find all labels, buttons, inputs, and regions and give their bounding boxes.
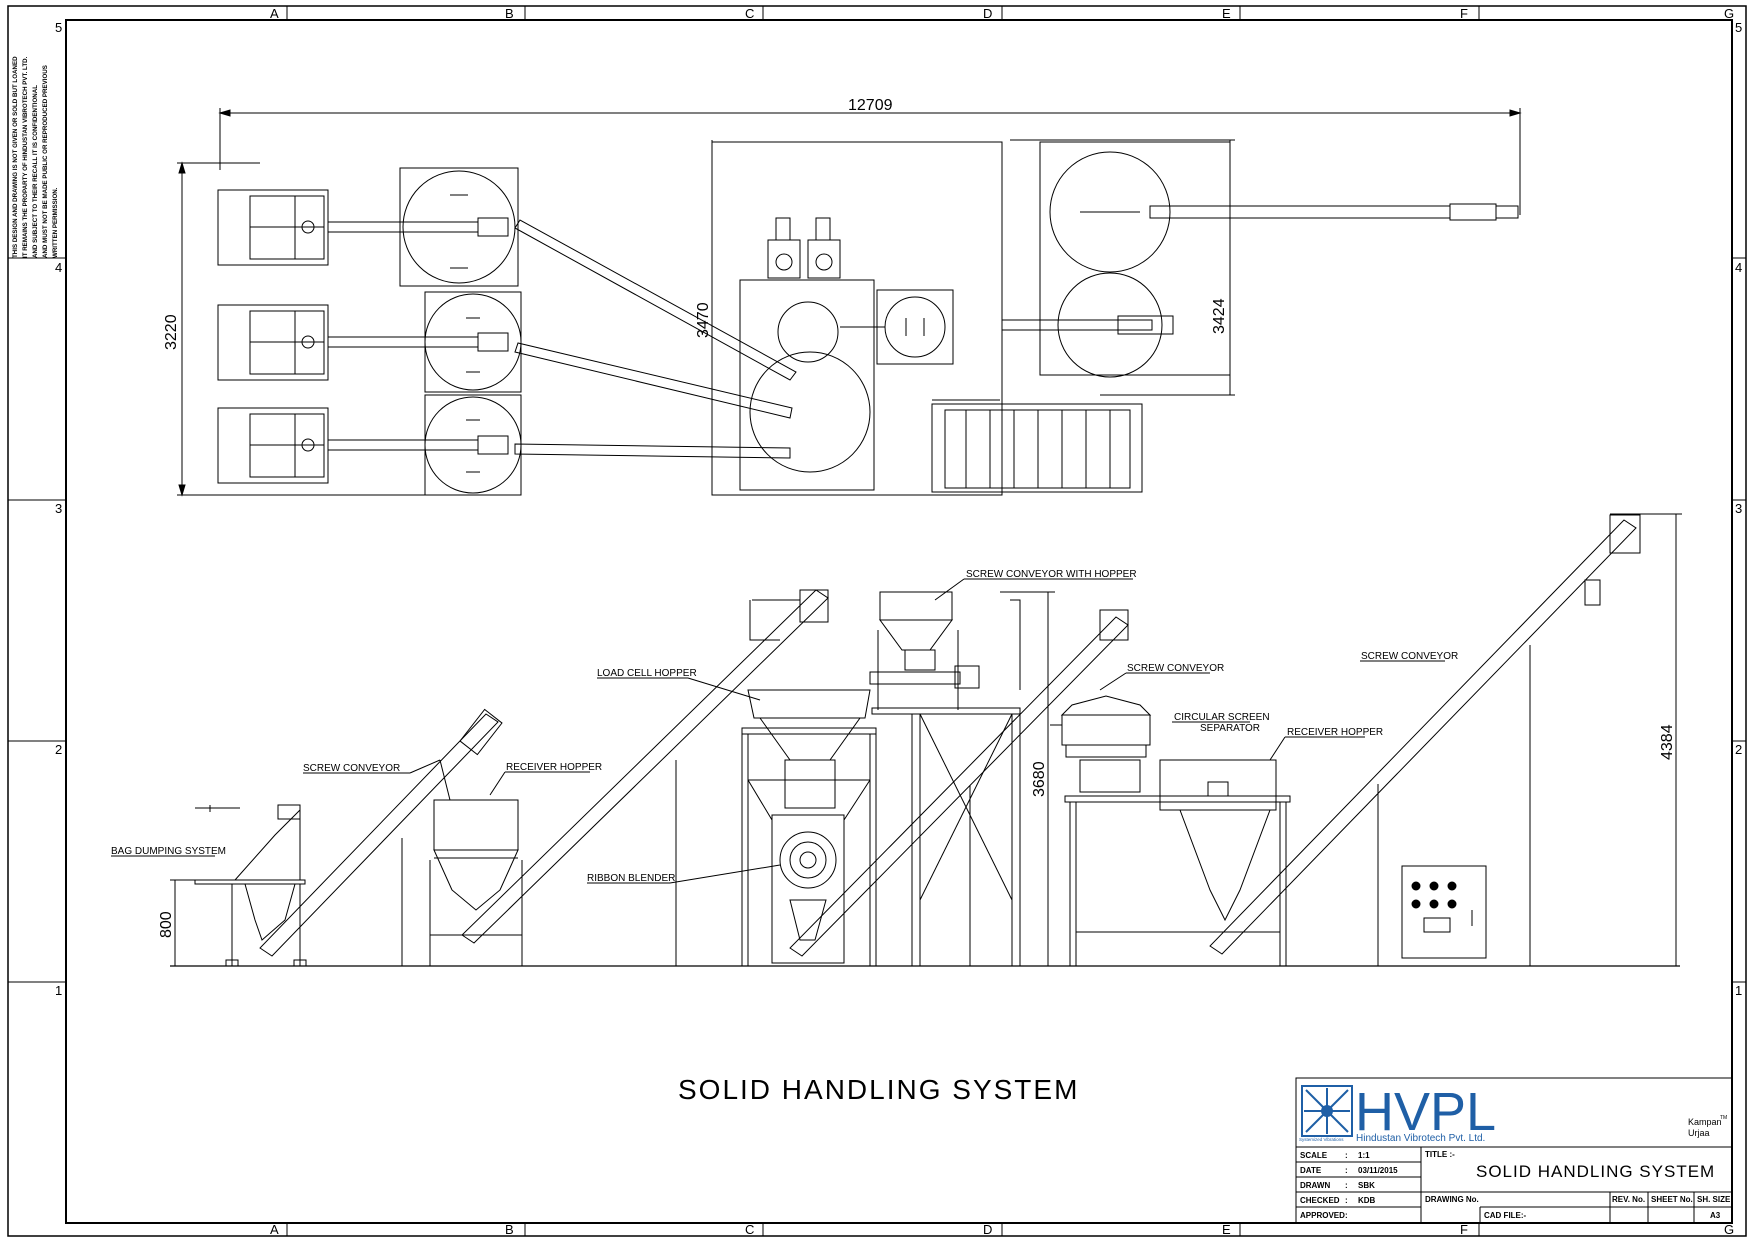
tb-date-colon: : — [1345, 1166, 1348, 1175]
zone-col-a-bottom: A — [270, 1222, 279, 1237]
dim-mid-elevation: 3680 — [1031, 761, 1048, 797]
label-circular-screen-2: SEPARATOR — [1200, 723, 1260, 734]
brand-kampan: Kampan — [1688, 1117, 1722, 1127]
drawing-title: SOLID HANDLING SYSTEM — [678, 1074, 1079, 1105]
zone-row-2-right: 2 — [1735, 742, 1742, 757]
zone-ticks — [8, 6, 1746, 1236]
tb-date-label: DATE — [1300, 1166, 1322, 1175]
zone-col-b-bottom: B — [505, 1222, 514, 1237]
label-bag-dumping: BAG DUMPING SYSTEM — [111, 846, 226, 857]
tb-checked-label: CHECKED — [1300, 1196, 1340, 1205]
tb-sheet-label: SHEET No. — [1651, 1195, 1693, 1204]
zone-row-2-left: 2 — [55, 742, 62, 757]
inner-border — [65, 19, 1733, 1224]
tb-cad-label: CAD FILE:- — [1484, 1211, 1527, 1220]
logo-text: HVPL — [1355, 1082, 1496, 1142]
tb-approved-label: APPROVED — [1300, 1211, 1345, 1220]
tb-scale-label: SCALE — [1300, 1151, 1328, 1160]
tb-checked-colon: : — [1345, 1196, 1348, 1205]
tb-scale-colon: : — [1345, 1151, 1348, 1160]
label-screw-conveyor-hopper: SCREW CONVEYOR WITH HOPPER — [966, 569, 1137, 580]
zone-col-d-top: D — [983, 6, 992, 21]
logo-icon — [1301, 1085, 1353, 1137]
zone-row-4-right: 4 — [1735, 260, 1742, 275]
plan-bag-station-3 — [217, 407, 329, 484]
plan-hopper-2 — [424, 291, 522, 393]
notice-line-5: WRITTEN PERMISSION. — [52, 187, 59, 258]
tb-approved-colon: : — [1345, 1211, 1348, 1220]
tb-rev-label: REV. No. — [1612, 1195, 1645, 1204]
label-ribbon-blender: RIBBON BLENDER — [587, 873, 675, 884]
tb-drawn-label: DRAWN — [1300, 1181, 1330, 1190]
outer-border — [7, 5, 1747, 1237]
tb-title-label: TITLE :- — [1425, 1150, 1455, 1159]
zone-col-g-bottom: G — [1724, 1222, 1734, 1237]
confidentiality-notice: THIS DESIGN AND DRAWING IS NOT GIVEN OR … — [12, 56, 59, 258]
load-cell-hopper — [747, 689, 871, 809]
plan-hopper-1 — [399, 167, 519, 287]
label-screw-conveyor-2: SCREW CONVEYOR — [1127, 663, 1224, 674]
dim-right-height: 3424 — [1211, 298, 1228, 334]
logo-subtitle: Hindustan Vibrotech Pvt. Ltd. — [1356, 1133, 1485, 1144]
zone-col-a-top: A — [270, 6, 279, 21]
zone-row-3-right: 3 — [1735, 501, 1742, 516]
circular-screen-separator — [1050, 695, 1152, 793]
zone-col-f-bottom: F — [1460, 1222, 1468, 1237]
zone-col-c-bottom: C — [745, 1222, 754, 1237]
tb-drawing-no-label: DRAWING No. — [1425, 1195, 1479, 1204]
tb-checked-value: KDB — [1358, 1196, 1376, 1205]
zone-row-1-right: 1 — [1735, 983, 1742, 998]
label-screw-conveyor-1: SCREW CONVEYOR — [303, 763, 400, 774]
notice-line-4: AND MUST NOT BE MADE PUBLIC OR REPRODUCE… — [42, 65, 49, 258]
ribbon-blender — [771, 814, 845, 964]
receiver-hopper-1 — [429, 799, 523, 966]
dim-bag-height: 800 — [158, 911, 175, 938]
brand-tm: TM — [1720, 1115, 1727, 1121]
zone-row-5-right: 5 — [1735, 20, 1742, 35]
tb-drawn-value: SBK — [1358, 1181, 1375, 1190]
tb-drawn-colon: : — [1345, 1181, 1348, 1190]
title-block — [1295, 1077, 1733, 1224]
label-circular-screen-1: CIRCULAR SCREEN — [1174, 712, 1270, 723]
plan-view — [177, 108, 1522, 497]
control-panel — [1401, 865, 1487, 959]
notice-line-2: IT REMAINS THE PROPARTY OF HINDUSTAN VIB… — [22, 56, 29, 258]
tb-title-value: SOLID HANDLING SYSTEM — [1476, 1162, 1715, 1181]
label-load-cell-hopper: LOAD CELL HOPPER — [597, 668, 697, 679]
tb-size-value: A3 — [1710, 1211, 1721, 1220]
tb-size-label: SH. SIZE — [1697, 1195, 1731, 1204]
tb-scale-value: 1:1 — [1358, 1151, 1370, 1160]
elevation-view — [111, 513, 1682, 967]
zone-col-e-top: E — [1222, 6, 1231, 21]
dim-mid-height: 3470 — [695, 302, 712, 338]
zone-col-c-top: C — [745, 6, 754, 21]
tb-date-value: 03/11/2015 — [1358, 1166, 1398, 1175]
bag-dumping-system — [194, 804, 307, 967]
zone-col-e-bottom: E — [1222, 1222, 1231, 1237]
zone-row-1-left: 1 — [55, 983, 62, 998]
dim-overall-length: 12709 — [848, 97, 893, 114]
label-receiver-hopper-1: RECEIVER HOPPER — [506, 762, 602, 773]
zone-col-d-bottom: D — [983, 1222, 992, 1237]
notice-line-3: AND SUBJECT TO THEIR RECALL IT IS CONFID… — [32, 85, 39, 258]
zone-row-3-left: 3 — [55, 501, 62, 516]
plan-bag-station-1 — [217, 189, 329, 266]
notice-line-1: THIS DESIGN AND DRAWING IS NOT GIVEN OR … — [12, 56, 19, 258]
label-screw-conveyor-3: SCREW CONVEYOR — [1361, 651, 1458, 662]
label-receiver-hopper-2: RECEIVER HOPPER — [1287, 727, 1383, 738]
brand-urjaa: Urjaa — [1688, 1128, 1710, 1138]
screw-conveyor-with-hopper — [869, 591, 980, 710]
zone-row-5-left: 5 — [55, 20, 62, 35]
zone-col-g-top: G — [1724, 6, 1734, 21]
plan-hopper-3 — [424, 394, 522, 496]
dim-right-elevation: 4384 — [1659, 724, 1676, 760]
zone-row-4-left: 4 — [55, 260, 62, 275]
plan-bag-station-2 — [217, 304, 329, 381]
zone-col-f-top: F — [1460, 6, 1468, 21]
zone-col-b-top: B — [505, 6, 514, 21]
dim-left-height: 3220 — [163, 314, 180, 350]
logo-tagline: Systemized Vibrations — [1299, 1137, 1344, 1142]
